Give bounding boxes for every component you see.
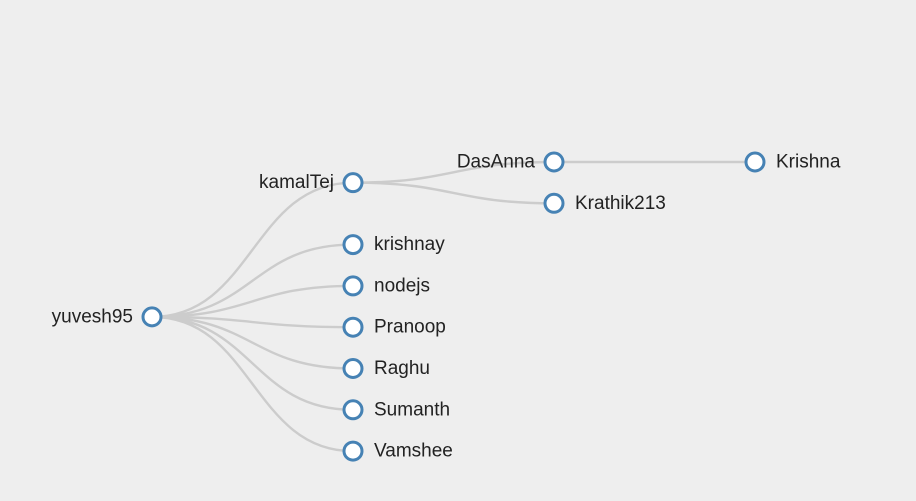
- node-circle[interactable]: [342, 234, 364, 256]
- node-circle[interactable]: [342, 358, 364, 379]
- link-yuvesh95-to-nodejs: [151, 284, 354, 319]
- tree-links: [151, 160, 755, 453]
- node-dasanna[interactable]: DasAnna: [457, 151, 565, 173]
- node-circle[interactable]: [744, 151, 766, 173]
- node-kamaltej[interactable]: kamalTej: [259, 172, 364, 194]
- node-circle[interactable]: [342, 440, 364, 462]
- link-yuvesh95-to-krishnay: [151, 243, 354, 319]
- node-label: DasAnna: [457, 152, 536, 173]
- link-yuvesh95-to-kamaltej: [151, 181, 354, 319]
- node-label: Sumanth: [374, 399, 450, 420]
- link-kamaltej-to-dasanna: [352, 160, 555, 184]
- link-yuvesh95-to-pranoop: [151, 315, 354, 329]
- node-krishna[interactable]: Krishna: [744, 151, 841, 173]
- node-circle[interactable]: [342, 172, 364, 194]
- link-yuvesh95-to-raghu: [151, 315, 354, 370]
- node-label: kamalTej: [259, 172, 334, 193]
- tree-nodes: yuvesh95 kamalTej DasAnna KrishnaKrathik213…: [52, 151, 841, 462]
- node-circle[interactable]: [342, 399, 364, 421]
- node-krishnay[interactable]: krishnay: [342, 234, 445, 256]
- node-label: nodejs: [374, 275, 430, 296]
- link-yuvesh95-to-vamshee: [151, 315, 354, 453]
- node-circle[interactable]: [342, 275, 364, 297]
- node-raghu[interactable]: Raghu: [342, 358, 430, 379]
- node-vamshee[interactable]: Vamshee: [342, 440, 453, 462]
- node-label: Krathik213: [575, 193, 666, 214]
- link-yuvesh95-to-sumanth: [151, 315, 354, 411]
- node-label: Vamshee: [374, 441, 453, 462]
- node-label: krishnay: [374, 234, 445, 255]
- node-circle[interactable]: [141, 306, 163, 328]
- link-kamaltej-to-krathik213: [352, 181, 555, 205]
- node-nodejs[interactable]: nodejs: [342, 275, 430, 297]
- node-sumanth[interactable]: Sumanth: [342, 399, 450, 421]
- node-label: Krishna: [776, 152, 841, 173]
- node-label: Pranoop: [374, 317, 446, 338]
- node-yuvesh95[interactable]: yuvesh95: [52, 306, 163, 328]
- node-circle[interactable]: [543, 192, 565, 214]
- node-label: yuvesh95: [52, 306, 133, 327]
- node-circle[interactable]: [342, 316, 364, 338]
- node-pranoop[interactable]: Pranoop: [342, 316, 446, 338]
- node-label: Raghu: [374, 358, 430, 379]
- node-krathik213[interactable]: Krathik213: [543, 192, 666, 214]
- node-circle[interactable]: [543, 151, 565, 173]
